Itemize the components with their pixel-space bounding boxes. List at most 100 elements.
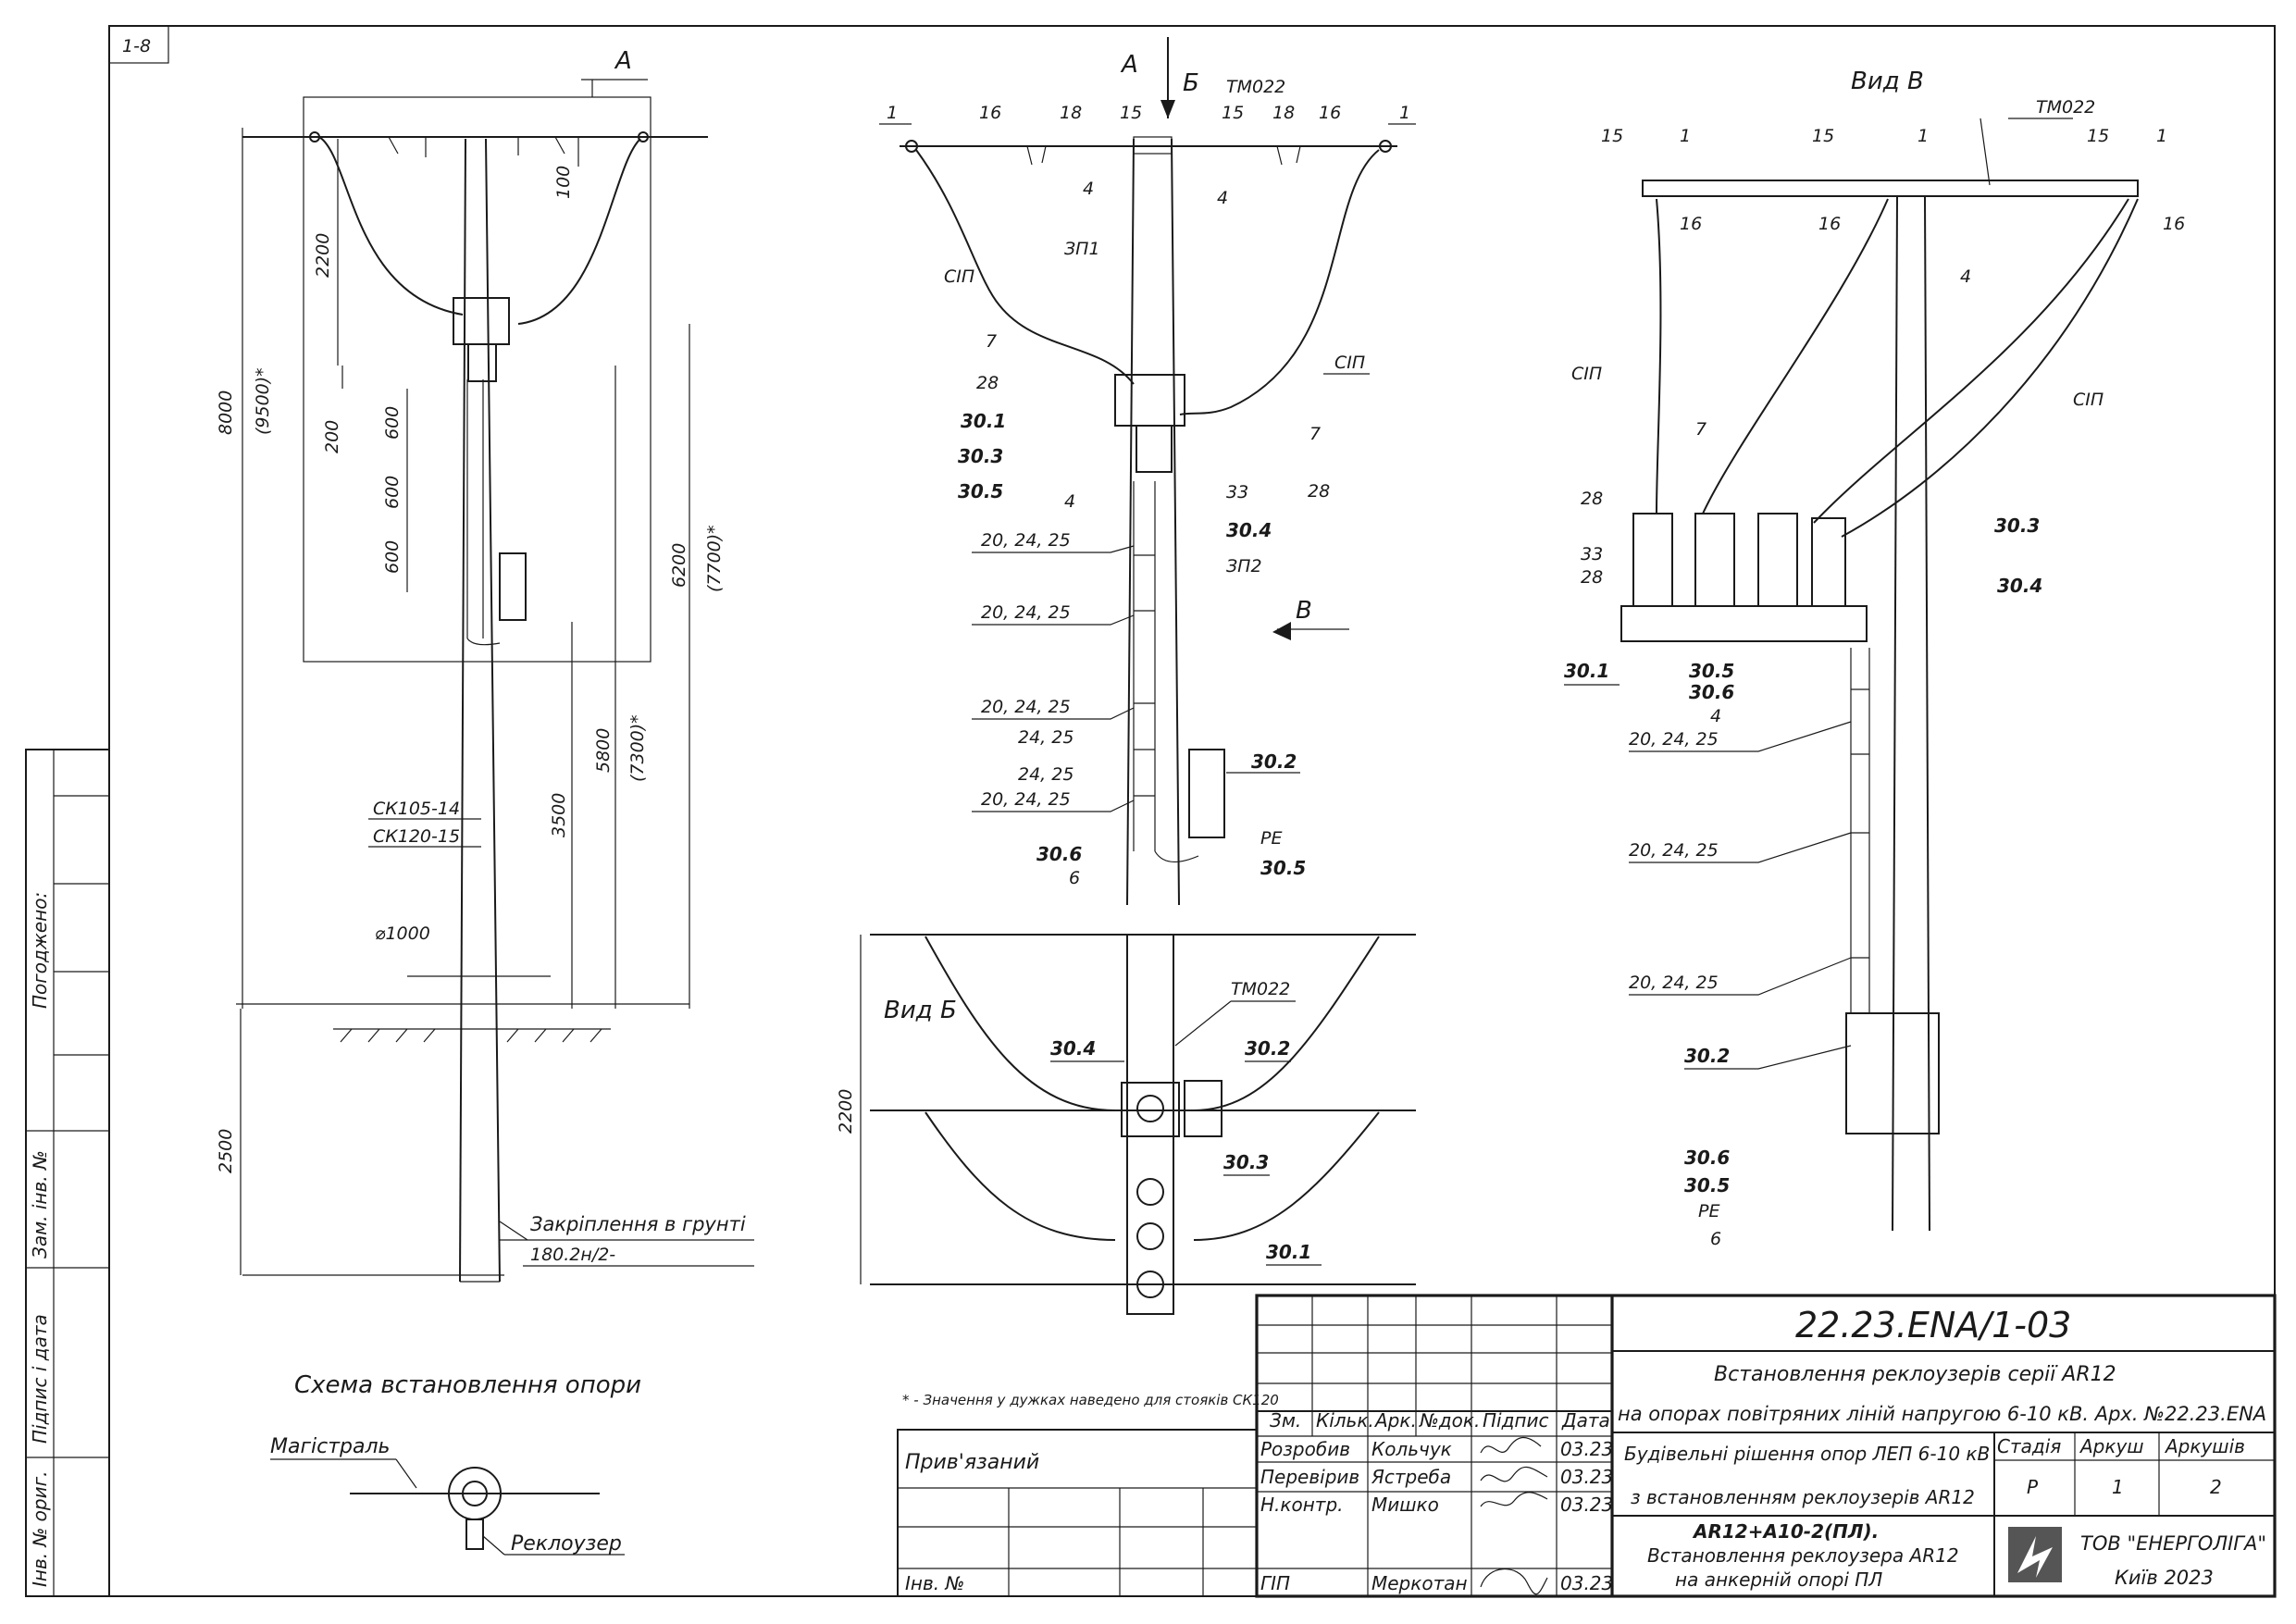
stamp-agreed: Погоджено: xyxy=(29,892,51,1009)
view-center: A Б В 1 16 18 15 ТМ022 15 18 16 1 xyxy=(879,37,1416,906)
section-mark-a: A xyxy=(614,47,632,75)
v-lbl-1c: 1 xyxy=(2156,126,2167,146)
row-role-0: Розробив xyxy=(1260,1438,1350,1460)
sheet-value: 1 xyxy=(2112,1476,2124,1498)
stage-head: Стадія xyxy=(1997,1435,2061,1457)
dim-200: 200 xyxy=(322,420,342,453)
center-section-mark: A xyxy=(1120,51,1138,79)
v-lbl-33: 33 xyxy=(1581,544,1603,564)
dim-600c: 600 xyxy=(382,540,403,574)
corner-tag: 1-8 xyxy=(122,36,151,56)
dim-7700: (7700)* xyxy=(704,525,725,592)
inv-label: Інв. № xyxy=(905,1572,964,1594)
v-lbl-30-2: 30.2 xyxy=(1684,1045,1730,1067)
pole-type-ck120: СК120-15 xyxy=(373,826,460,847)
row-role-1: Перевірив xyxy=(1260,1466,1359,1488)
signature-2 xyxy=(1480,1492,1548,1507)
c-lbl-g2: 20, 24, 25 xyxy=(981,602,1071,623)
v-lbl-sip-left: СІП xyxy=(1571,364,1602,384)
c-lbl-7a: 7 xyxy=(986,331,997,352)
c-lbl-18a: 18 xyxy=(1060,103,1082,123)
company-logo-icon xyxy=(2008,1527,2062,1582)
row-date-0: 03.23 xyxy=(1560,1438,1613,1460)
v-lbl-30-6b: 30.6 xyxy=(1684,1147,1730,1169)
row-name-2: Мишко xyxy=(1371,1494,1439,1516)
view-v: Вид В ТМ022 15 1 15 1 15 1 16 16 16 4 СІ… xyxy=(1564,68,2185,1249)
c-lbl-16a: 16 xyxy=(979,103,1001,123)
c-lbl-g6: 20, 24, 25 xyxy=(981,789,1071,810)
v-lbl-15b: 15 xyxy=(1812,126,1834,146)
linked-label: Прив'язаний xyxy=(905,1451,1039,1474)
head-ark: Арк. xyxy=(1373,1409,1417,1432)
c-lbl-28b: 28 xyxy=(1308,481,1330,502)
doc-code: 22.23.ENA/1-03 xyxy=(1795,1305,2071,1345)
dim-7300: (7300)* xyxy=(627,714,648,782)
c-lbl-30-2: 30.2 xyxy=(1251,750,1297,773)
c-lbl-1b: 1 xyxy=(1399,103,1410,123)
side-stamp: Погоджено: Зам. інв. № Підпис і дата Інв… xyxy=(25,749,110,1597)
c-lbl-4c: 4 xyxy=(1064,491,1075,512)
sheets-value: 2 xyxy=(2210,1476,2222,1498)
ground-code: 180.2н/2- xyxy=(530,1245,615,1265)
view-b: Вид Б 2200 ТМ022 30.4 30.2 30.3 30.1 xyxy=(836,934,1416,1315)
pole-left-edge xyxy=(459,138,466,1283)
c-lbl-6: 6 xyxy=(1069,868,1080,888)
b-lbl-30-1: 30.1 xyxy=(1266,1241,1311,1263)
company-name: ТОВ "ЕНЕРГОЛІГА" xyxy=(2080,1532,2266,1555)
c-lbl-15b: 15 xyxy=(1222,103,1244,123)
c-lbl-28a: 28 xyxy=(976,373,999,393)
dim-3500: 3500 xyxy=(549,793,569,837)
v-lbl-16b: 16 xyxy=(1818,214,1841,234)
stamp-sign-date: Підпис і дата xyxy=(29,1314,51,1444)
corner-tag-box xyxy=(108,25,169,64)
dim-600b: 600 xyxy=(382,476,403,509)
control-cabinet-left xyxy=(499,552,527,621)
v-lbl-30-6a: 30.6 xyxy=(1689,681,1734,703)
v-lbl-7: 7 xyxy=(1695,419,1706,440)
sip-cable-left xyxy=(318,136,464,316)
c-lbl-18b: 18 xyxy=(1272,103,1295,123)
c-lbl-g5: 24, 25 xyxy=(1018,764,1074,785)
v-lbl-28a: 28 xyxy=(1581,489,1603,509)
head-kilk: Кільк. xyxy=(1316,1409,1374,1432)
c-lbl-zp2: ЗП2 xyxy=(1226,556,1262,576)
center-sip-right xyxy=(1179,149,1380,415)
company-city: Київ 2023 xyxy=(2115,1567,2214,1589)
c-lbl-1a: 1 xyxy=(887,103,898,123)
v-lbl-6: 6 xyxy=(1710,1229,1721,1249)
ground-note: Закріплення в грунті xyxy=(530,1213,746,1235)
dim-2200: 2200 xyxy=(313,233,333,278)
v-lbl-30-5b: 30.5 xyxy=(1684,1174,1730,1196)
pole-right-edge xyxy=(485,138,501,1283)
sheets-head: Аркушів xyxy=(2164,1435,2245,1457)
v-lbl-g2: 20, 24, 25 xyxy=(1629,840,1719,861)
v-lbl-g3: 20, 24, 25 xyxy=(1629,973,1719,993)
scheme-title: Схема встановлення опори xyxy=(294,1371,641,1399)
v-lbl-30-1: 30.1 xyxy=(1564,660,1609,682)
head-data: Дата xyxy=(1561,1409,1610,1432)
v-lbl-tm: ТМ022 xyxy=(2036,97,2095,118)
stamp-replace-inv: Зам. інв. № xyxy=(29,1150,51,1258)
v-lbl-15a: 15 xyxy=(1601,126,1623,146)
c-lbl-g3: 20, 24, 25 xyxy=(981,697,1071,717)
dim-100: 100 xyxy=(553,166,574,199)
stamp-orig-inv: Інв. № ориг. xyxy=(29,1471,51,1587)
row-date-1: 03.23 xyxy=(1560,1466,1613,1488)
c-lbl-33: 33 xyxy=(1226,482,1248,502)
v-lbl-28b: 28 xyxy=(1581,567,1603,588)
row-name-0: Кольчук xyxy=(1371,1438,1452,1460)
title-block: 22.23.ENA/1-03 Встановлення реклоузерів … xyxy=(897,1294,2277,1598)
row-name-1: Ястреба xyxy=(1371,1466,1451,1488)
dim-6200: 6200 xyxy=(669,543,689,588)
row-role-2: Н.контр. xyxy=(1260,1494,1344,1516)
v-lbl-30-4: 30.4 xyxy=(1997,575,2042,597)
v-lbl-g1: 20, 24, 25 xyxy=(1629,729,1719,750)
view-v-title: Вид В xyxy=(1851,68,1924,95)
scheme-recloser: Реклоузер xyxy=(511,1532,622,1556)
c-lbl-30-5b: 30.5 xyxy=(1260,857,1306,879)
c-lbl-30-1: 30.1 xyxy=(961,410,1006,432)
footnote: * - Значення у дужках наведено для стояк… xyxy=(902,1392,1279,1408)
pole-type-ck105: СК105-14 xyxy=(373,799,460,819)
install-scheme: Схема встановлення опори Магістраль Рекл… xyxy=(270,1371,641,1556)
